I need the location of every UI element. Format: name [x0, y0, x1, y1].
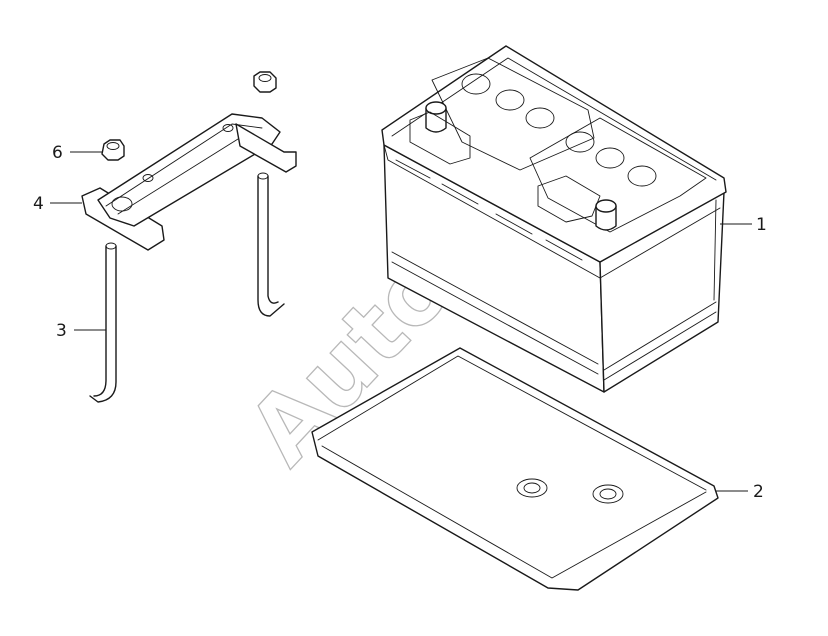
callout-6: 6 [52, 143, 102, 163]
battery [381, 45, 727, 393]
callout-2: 2 [716, 482, 764, 502]
battery-tray [311, 347, 719, 591]
nut-right [253, 71, 277, 93]
callout-label-4: 4 [33, 194, 44, 214]
hold-down-clamp [81, 113, 297, 251]
callout-4: 4 [33, 194, 82, 214]
hook-rod-right [257, 172, 285, 317]
callout-label-2: 2 [753, 482, 764, 502]
callout-3: 3 [56, 321, 106, 341]
callout-label-6: 6 [52, 143, 63, 163]
nut-left [101, 139, 125, 161]
callout-label-1: 1 [756, 215, 767, 235]
callout-label-3: 3 [56, 321, 67, 341]
callout-1: 1 [720, 215, 767, 235]
hook-rod-left [89, 242, 117, 403]
